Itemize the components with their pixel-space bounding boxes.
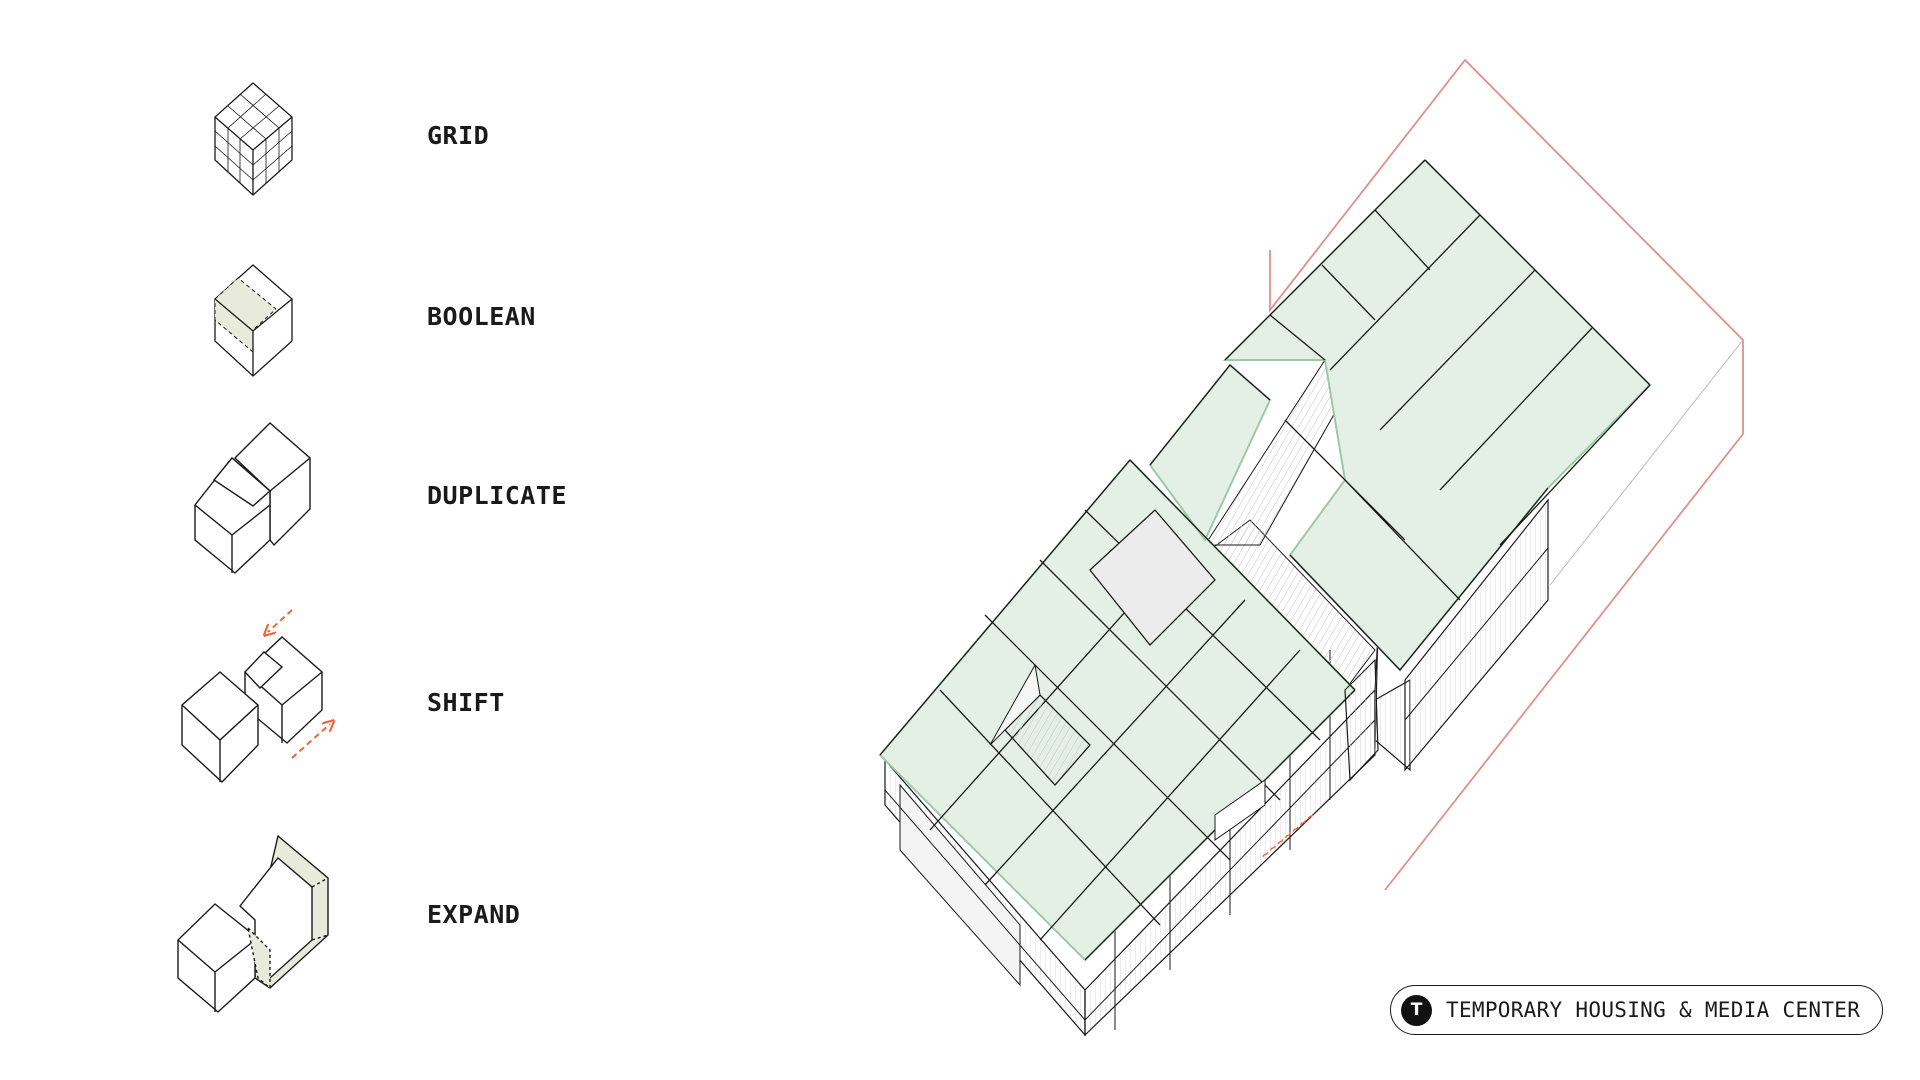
project-title: TEMPORARY HOUSING & MEDIA CENTER xyxy=(1446,998,1861,1022)
step-label-boolean: BOOLEAN xyxy=(427,302,536,331)
step-label-shift: SHIFT xyxy=(427,688,505,717)
shift-volumes-icon xyxy=(181,609,330,783)
skylight xyxy=(1089,509,1216,646)
rear-roof-grid xyxy=(1224,159,1651,671)
step-label-expand: EXPAND xyxy=(427,900,521,929)
grid-cube-icon xyxy=(214,82,293,196)
building-axonometric: ~~~~~~~ xyxy=(878,58,1744,1037)
project-title-tag: T TEMPORARY HOUSING & MEDIA CENTER xyxy=(1390,985,1883,1035)
site-boundary xyxy=(1269,58,1744,891)
expand-volumes-icon xyxy=(177,834,329,1013)
step-label-duplicate: DUPLICATE xyxy=(427,481,567,510)
step-label-grid: GRID xyxy=(427,121,490,150)
project-badge: T xyxy=(1401,994,1432,1026)
boolean-cube-icon xyxy=(214,264,293,377)
duplicate-volumes-icon xyxy=(194,422,311,574)
